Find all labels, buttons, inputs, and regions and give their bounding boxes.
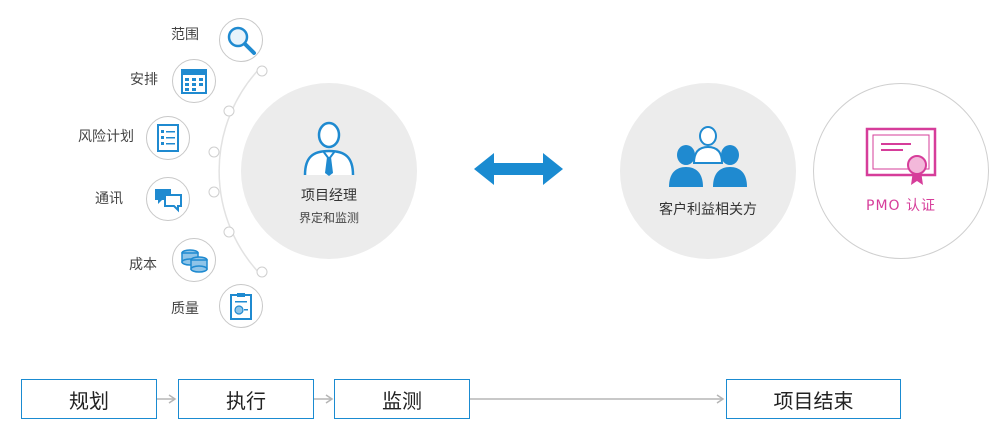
arc-dot bbox=[223, 226, 235, 238]
arc-dot bbox=[208, 146, 220, 158]
calendar-icon bbox=[172, 59, 216, 103]
label-schedule: 安排 bbox=[130, 72, 158, 88]
stakeholders-circle: 客户利益相关方 bbox=[620, 83, 796, 259]
chat-bubbles-icon bbox=[146, 177, 190, 221]
stage-monitoring: 监测 bbox=[334, 379, 470, 419]
project-manager-title: 项目经理 bbox=[301, 187, 357, 204]
project-manager-subtitle: 界定和监测 bbox=[298, 210, 359, 225]
pmo-certification-circle: PMO 认证 bbox=[813, 83, 989, 259]
label-cost: 成本 bbox=[129, 257, 157, 273]
pmo-title: PMO 认证 bbox=[866, 198, 936, 214]
arc-dot bbox=[223, 105, 235, 117]
arc-dot bbox=[256, 65, 268, 77]
label-risk-plan: 风险计划 bbox=[78, 129, 134, 145]
label-quality: 质量 bbox=[171, 301, 199, 317]
project-manager-circle: 项目经理 界定和监测 bbox=[241, 83, 417, 259]
stakeholders-title: 客户利益相关方 bbox=[659, 202, 757, 218]
people-group-icon bbox=[669, 126, 747, 187]
stage-execution: 执行 bbox=[178, 379, 314, 419]
arc-dot bbox=[208, 186, 220, 198]
certificate-icon bbox=[865, 127, 937, 185]
coins-icon bbox=[172, 238, 216, 282]
arc-dot bbox=[256, 266, 268, 278]
checklist-icon bbox=[146, 116, 190, 160]
stage-project-closure: 项目结束 bbox=[726, 379, 901, 419]
label-scope: 范围 bbox=[171, 27, 199, 43]
label-communication: 通讯 bbox=[95, 191, 123, 207]
stage-planning: 规划 bbox=[21, 379, 157, 419]
double-arrow-icon bbox=[474, 153, 563, 185]
magnifier-icon bbox=[219, 18, 263, 62]
clipboard-badge-icon bbox=[219, 284, 263, 328]
manager-person-icon bbox=[303, 121, 355, 176]
